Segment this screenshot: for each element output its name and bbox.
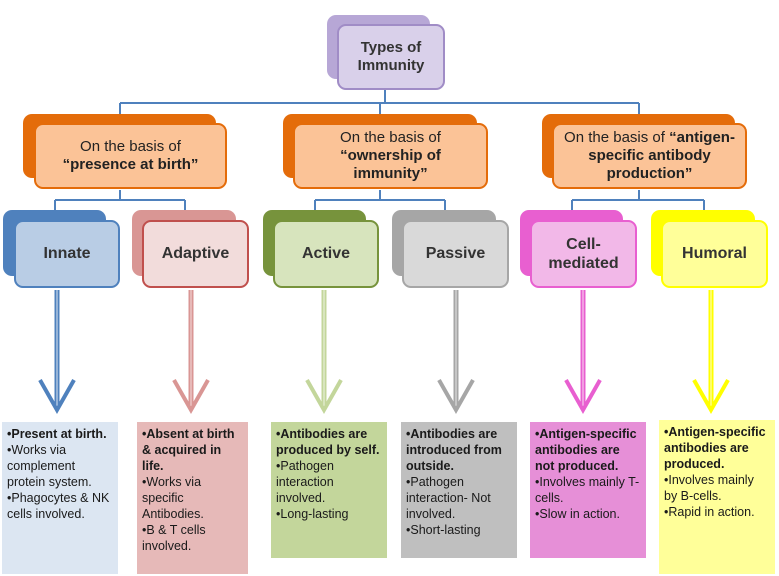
innate-node: Innate [14, 220, 120, 288]
humoral-node: Humoral [661, 220, 768, 288]
innate-label: Innate [43, 245, 91, 263]
active-details: •Antibodies are produced by self. •Patho… [271, 422, 387, 558]
basis-2-emphasis: “ownership of immunity” [340, 147, 441, 182]
active-detail-bold: •Antibodies are produced by self. [276, 427, 380, 457]
root-node: Types of Immunity [337, 24, 445, 90]
root-label-line1: Types of [360, 39, 422, 56]
cell-mediated-detail-bold: •Antigen-specific antibodies are not pro… [535, 427, 637, 473]
cell-mediated-details: •Antigen-specific antibodies are not pro… [530, 422, 646, 558]
adaptive-label: Adaptive [161, 245, 230, 263]
passive-detail-note-1: •Pathogen interaction- Not involved. [406, 475, 491, 521]
basis-3-text: On the basis of “antigen-specific antibo… [560, 129, 739, 183]
humoral-detail-bold: •Antigen-specific antibodies are produce… [664, 425, 766, 471]
innate-detail-note-1: •Works via complement protein system. [7, 443, 92, 489]
basis-3-prefix: On the basis of [564, 129, 670, 146]
basis-1-prefix: On the basis of [80, 138, 181, 155]
active-detail-note-2: •Long-lasting [276, 507, 349, 521]
passive-label: Passive [425, 245, 486, 263]
passive-detail-note-2: •Short-lasting [406, 523, 481, 537]
cell-mediated-detail-note-1: •Involves mainly T-cells. [535, 475, 640, 505]
cell-mediated-label: Cell-mediated [548, 235, 619, 272]
adaptive-detail-note-2: •B & T cells involved. [142, 523, 206, 553]
active-detail-note-1: •Pathogen interaction involved. [276, 459, 334, 505]
adaptive-detail-bold: •Absent at birth & acquired in life. [142, 427, 235, 473]
adaptive-node: Adaptive [142, 220, 249, 288]
humoral-detail-note-1: •Involves mainly by B-cells. [664, 473, 754, 503]
arrow-cell-mediated [564, 290, 602, 415]
cell-mediated-node: Cell-mediated [530, 220, 637, 288]
passive-details: •Antibodies are introduced from outside.… [401, 422, 517, 558]
basis-3-emphasis: “antigen-specific antibody production” [588, 129, 735, 182]
cell-mediated-detail-note-2: •Slow in action. [535, 507, 620, 521]
innate-detail-bold: •Present at birth. [7, 427, 107, 441]
humoral-detail-note-2: •Rapid in action. [664, 505, 755, 519]
basis-2-prefix: On the basis of [340, 129, 441, 146]
root-label-line2: Immunity [357, 57, 425, 74]
basis-1-node: On the basis of “presence at birth” [34, 123, 227, 189]
arrow-adaptive [172, 290, 210, 415]
passive-node: Passive [402, 220, 509, 288]
basis-1-emphasis: “presence at birth” [62, 156, 199, 173]
passive-detail-bold: •Antibodies are introduced from outside. [406, 427, 502, 473]
arrow-active [305, 290, 343, 415]
active-node: Active [273, 220, 379, 288]
basis-3-node: On the basis of “antigen-specific antibo… [552, 123, 747, 189]
humoral-details: •Antigen-specific antibodies are produce… [659, 420, 775, 574]
adaptive-details: •Absent at birth & acquired in life. •Wo… [137, 422, 248, 574]
arrow-passive [437, 290, 475, 415]
innate-details: •Present at birth. •Works via complement… [2, 422, 118, 574]
humoral-label: Humoral [682, 245, 747, 263]
innate-detail-note-2: •Phagocytes & NK cells involved. [7, 491, 110, 521]
adaptive-detail-note-1: •Works via specific Antibodies. [142, 475, 204, 521]
basis-2-node: On the basis of “ownership of immunity” [293, 123, 488, 189]
arrow-innate [38, 290, 76, 415]
active-label: Active [301, 245, 351, 263]
arrow-humoral [692, 290, 730, 415]
